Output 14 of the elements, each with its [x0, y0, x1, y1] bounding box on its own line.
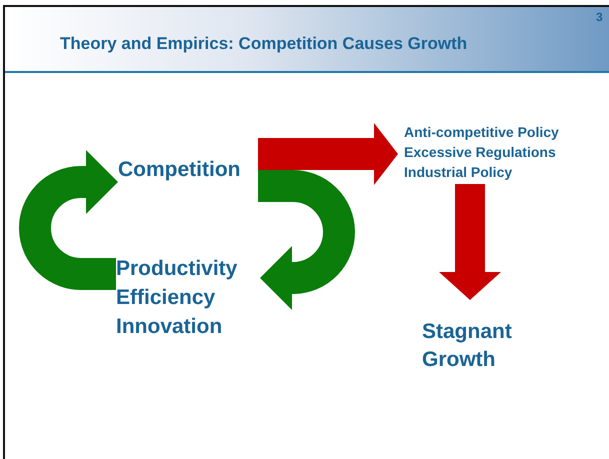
block-arrow: [258, 170, 355, 310]
page-number: 3: [596, 10, 603, 24]
node-text: Excessive Regulations: [404, 143, 557, 162]
block-arrow: [258, 123, 398, 185]
node-text: Stagnant Growth: [422, 319, 513, 373]
slide-title: Theory and Empirics: Competition Causes Growth: [60, 34, 468, 54]
block-arrow: [19, 150, 118, 290]
node-text: Anti-competitive Policy: [404, 123, 560, 142]
node-text: Efficiency: [116, 285, 216, 311]
node-text: Productivity: [116, 256, 238, 282]
node-text: Industrial Policy: [404, 163, 514, 182]
block-arrow: [439, 184, 501, 300]
node-text: Innovation: [116, 314, 224, 340]
node-text: Competition: [118, 157, 242, 183]
